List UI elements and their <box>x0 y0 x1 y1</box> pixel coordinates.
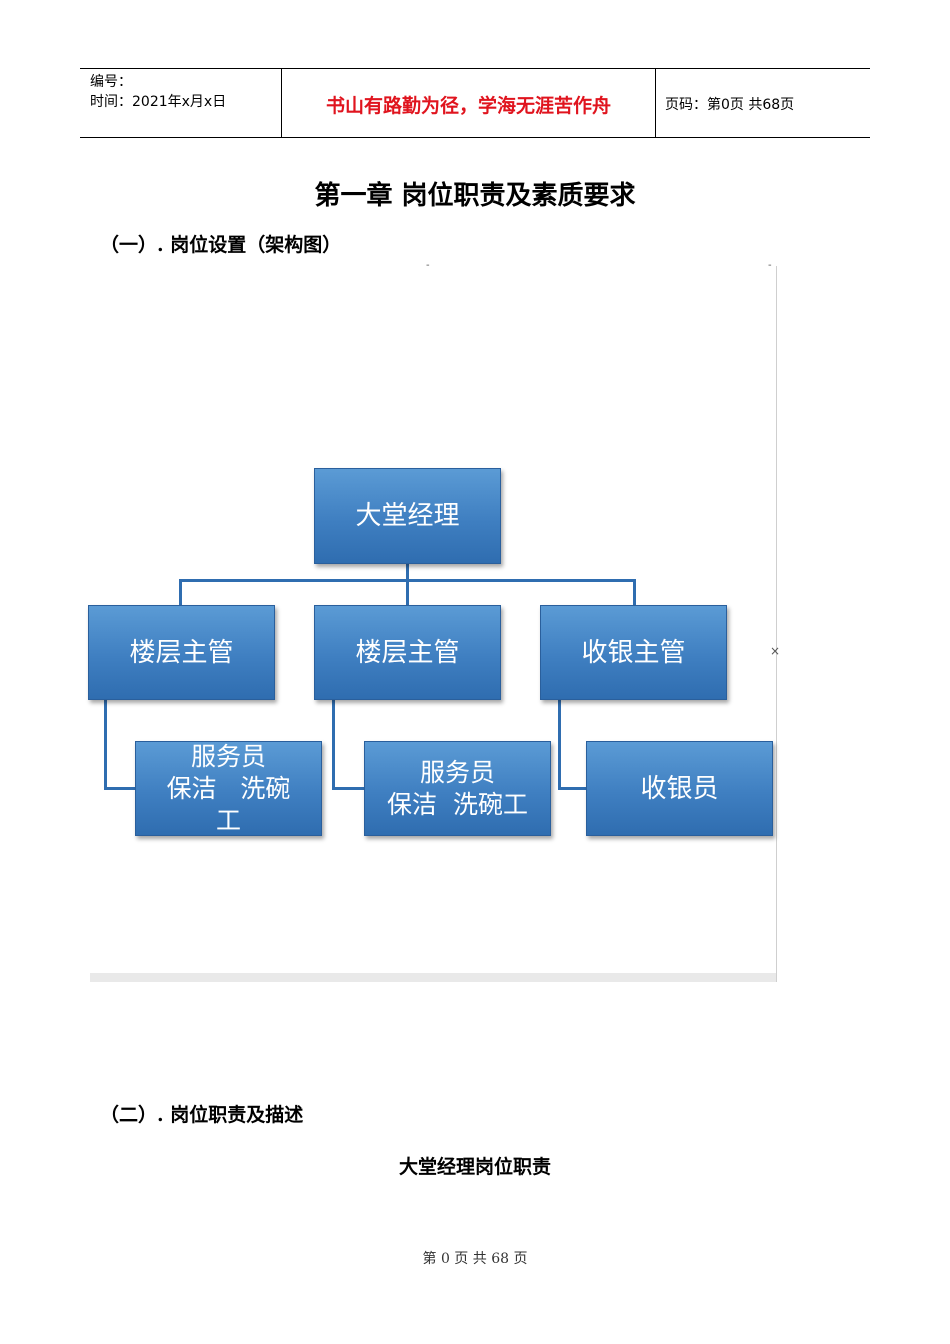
page-info: 页码：第0页 共68页 <box>665 97 795 113</box>
connector <box>104 787 136 790</box>
header-motto: 书山有路勤为径，学海无涯苦作舟 <box>325 95 611 117</box>
org-root-box: 大堂经理 <box>314 468 501 564</box>
org-staff-box: 服务员 保洁 洗碗 工 <box>135 741 322 836</box>
section-title-1: （一）. 岗位设置（架构图） <box>100 234 342 256</box>
connector <box>633 579 636 605</box>
org-supervisor-box: 楼层主管 <box>314 605 501 700</box>
org-staff-line: 工 <box>215 805 241 835</box>
resize-handle-right: × <box>770 644 781 658</box>
document-header: 编号： 时间：2021年x月x日 书山有路勤为径，学海无涯苦作舟 页码：第0页 … <box>80 68 870 138</box>
org-staff-box: 服务员 保洁 洗碗工 <box>364 741 551 836</box>
time-label: 时间：2021年x月x日 <box>90 94 227 110</box>
org-staff-line: 服务员 <box>419 757 495 787</box>
connector <box>332 698 335 790</box>
org-staff-line: 保洁 洗碗 <box>166 773 291 803</box>
connector <box>179 579 182 605</box>
org-staff-box: 收银员 <box>586 741 773 836</box>
org-supervisor-box: 楼层主管 <box>88 605 275 700</box>
connector <box>104 698 107 790</box>
org-chart-image: - - × 大堂经理 楼层主管 楼层主管 收银主管 服务员 保洁 洗碗 工 服务… <box>88 260 781 982</box>
org-staff-line: 保洁 洗碗工 <box>387 789 528 819</box>
connector <box>332 787 364 790</box>
org-supervisor-label: 收银主管 <box>581 637 686 668</box>
connector <box>406 579 409 605</box>
org-staff-label: 收银员 <box>640 773 719 804</box>
chapter-title: 第一章 岗位职责及素质要求 <box>314 181 636 211</box>
number-label: 编号： <box>90 74 132 90</box>
org-supervisor-label: 楼层主管 <box>129 637 234 668</box>
resize-handle-top: - <box>426 260 430 271</box>
header-middle-cell: 书山有路勤为径，学海无涯苦作舟 <box>281 69 656 137</box>
connector <box>558 698 561 790</box>
header-right-cell: 页码：第0页 共68页 <box>655 69 870 137</box>
header-left-cell: 编号： 时间：2021年x月x日 <box>80 69 281 137</box>
image-status-bar <box>90 973 776 982</box>
connector <box>558 787 586 790</box>
resize-handle-corner: - <box>768 260 772 271</box>
subsection-title: 大堂经理岗位职责 <box>398 1156 551 1178</box>
section-title-2: （二）. 岗位职责及描述 <box>100 1104 304 1126</box>
org-staff-line: 服务员 <box>190 741 266 771</box>
page-footer: 第 0 页 共 68 页 <box>422 1251 528 1267</box>
org-root-label: 大堂经理 <box>355 501 460 531</box>
org-supervisor-box: 收银主管 <box>540 605 727 700</box>
org-supervisor-label: 楼层主管 <box>355 637 460 668</box>
connector <box>406 562 409 580</box>
